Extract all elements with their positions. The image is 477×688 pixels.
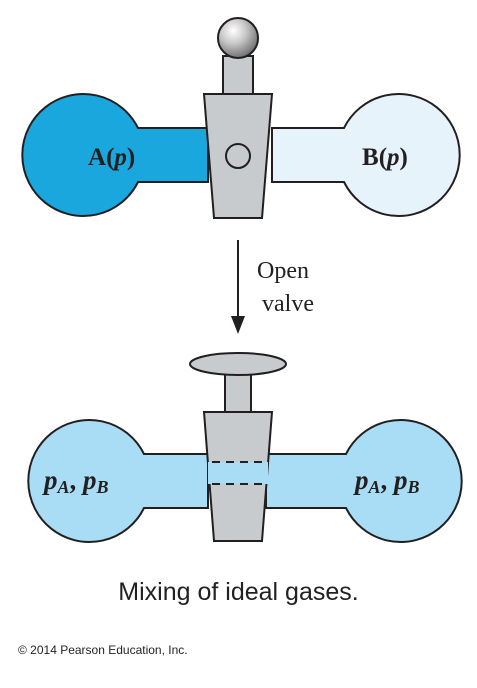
bulb-right-mixed (265, 419, 463, 543)
valve-knob-ball (217, 17, 259, 59)
bulb-b (271, 93, 461, 217)
label-mixed-right: pA, pB (353, 465, 420, 497)
arrow-label-open: Open (257, 258, 309, 284)
valve-open-channel (208, 462, 268, 484)
open-apparatus (27, 352, 463, 543)
figure-caption: Mixing of ideal gases. (118, 578, 359, 606)
bulb-left-mixed (27, 419, 209, 543)
down-arrow-icon (231, 240, 245, 334)
closed-apparatus (21, 55, 461, 219)
bulb-a (21, 93, 209, 217)
label-b: B(p) (362, 144, 408, 171)
valve-stem-bottom (224, 369, 252, 415)
valve-handle-disk (189, 352, 287, 376)
copyright-notice: © 2014 Pearson Education, Inc. (18, 643, 188, 657)
arrow-label-valve: valve (262, 291, 314, 317)
valve-stem-top (222, 55, 254, 97)
label-mixed-left: pA, pB (42, 465, 109, 497)
label-a: A(p) (88, 144, 135, 171)
valve-hole (225, 143, 251, 169)
